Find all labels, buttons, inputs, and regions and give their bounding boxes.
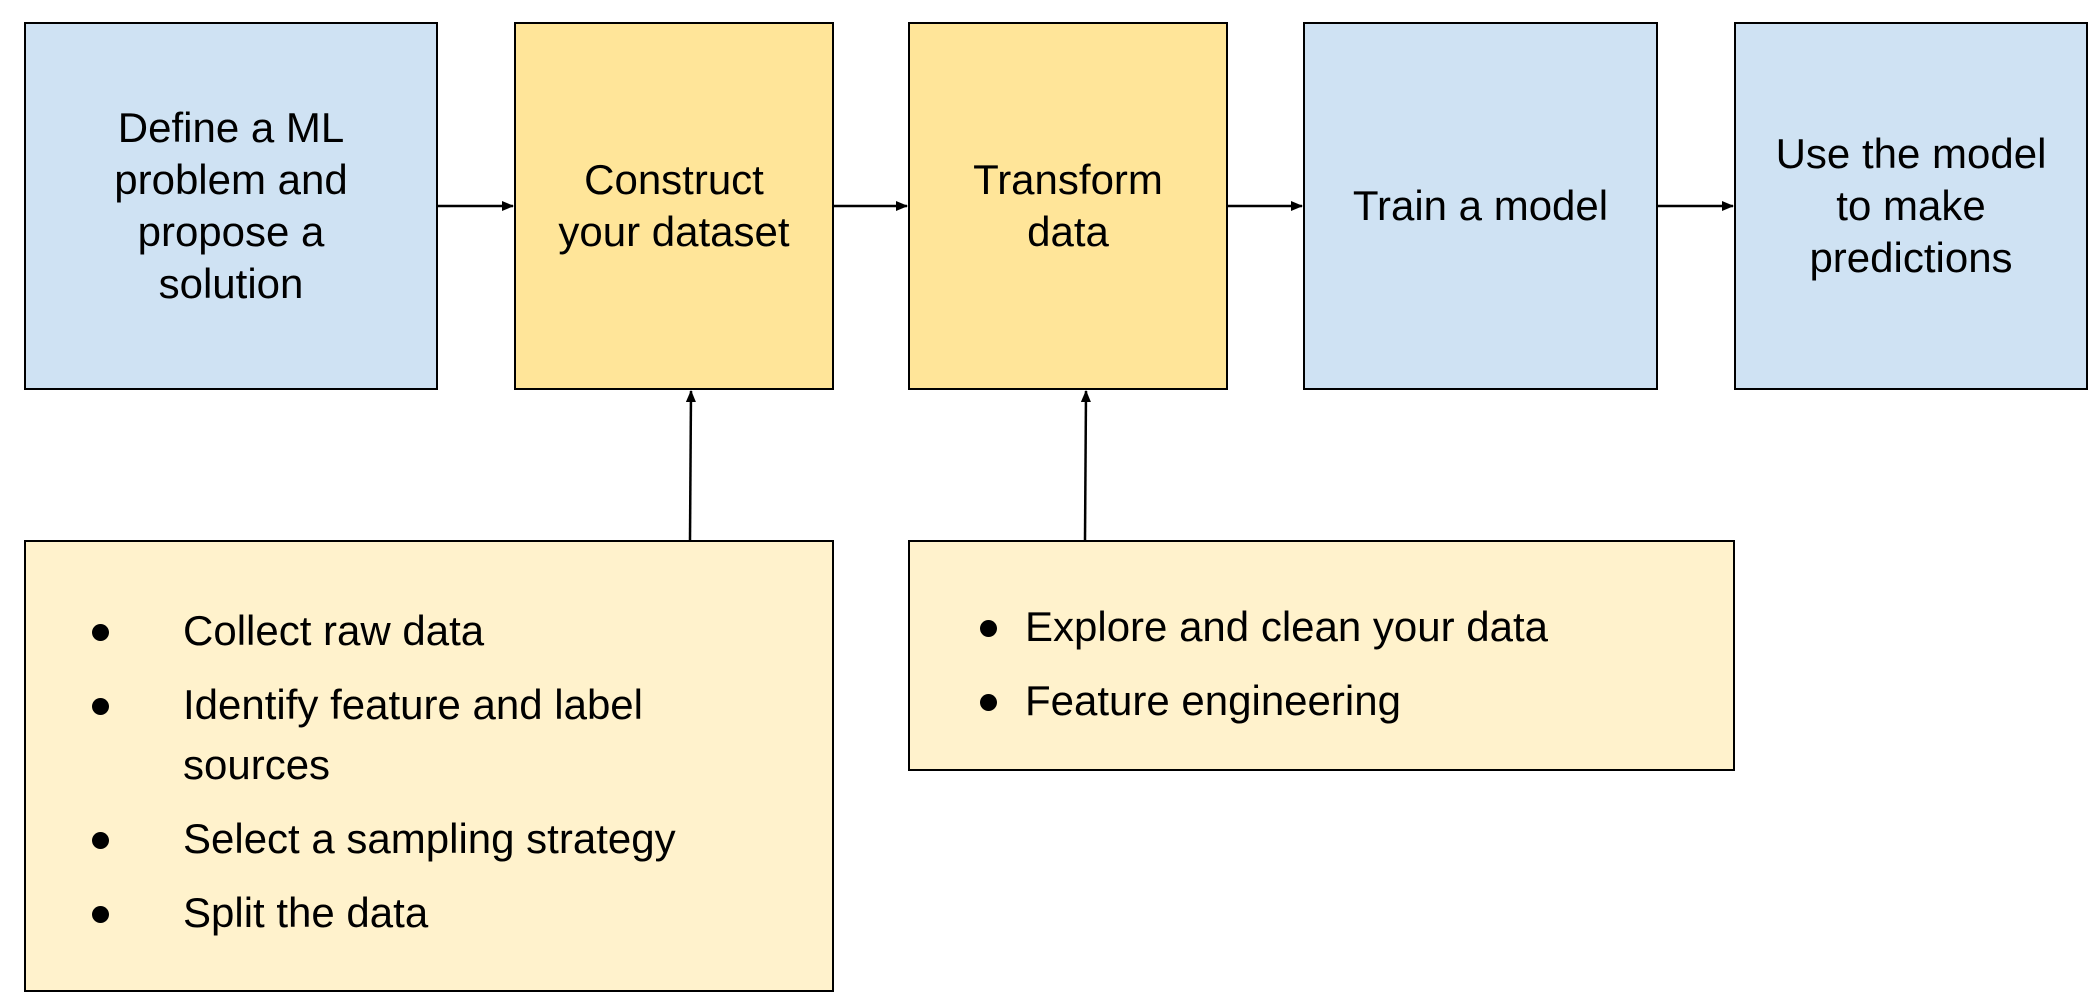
step-transform-data: Transform data: [908, 22, 1228, 390]
construct-dataset-task-list: Collect raw data Identify feature and la…: [26, 601, 832, 943]
step-use-model: Use the model to make predictions: [1734, 22, 2088, 390]
list-item: Select a sampling strategy: [26, 809, 832, 869]
list-item: Collect raw data: [26, 601, 832, 661]
list-item-text: Feature engineering: [1025, 677, 1401, 724]
list-item-text: Explore and clean your data: [1025, 603, 1549, 650]
step-construct-dataset: Construct your dataset: [514, 22, 834, 390]
step-define-problem: Define a ML problem and propose a soluti…: [24, 22, 438, 390]
list-item-text: Select a sampling strategy: [183, 815, 676, 862]
step-construct-dataset-label: Construct your dataset: [558, 156, 790, 255]
step-train-model: Train a model: [1303, 22, 1658, 390]
bullet-icon: [980, 620, 997, 637]
list-item: Explore and clean your data: [910, 597, 1733, 657]
transform-data-details: Explore and clean your data Feature engi…: [908, 540, 1735, 771]
step-use-model-label: Use the model to make predictions: [1775, 130, 2047, 281]
bullet-icon: [92, 624, 109, 641]
list-item-text: Split the data: [183, 889, 429, 936]
bullet-icon: [92, 698, 109, 715]
bullet-icon: [92, 906, 109, 923]
list-item: Identify feature and label sources: [26, 675, 743, 795]
list-item: Split the data: [26, 883, 832, 943]
step-define-problem-label: Define a ML problem and propose a soluti…: [114, 104, 348, 307]
arrow-details-to-transform: [1080, 390, 1091, 541]
list-item-text: Identify feature and label sources: [183, 681, 643, 788]
list-item-text: Collect raw data: [183, 607, 485, 654]
step-train-model-label: Train a model: [1352, 182, 1609, 229]
step-transform-data-label: Transform data: [973, 156, 1163, 255]
bullet-icon: [980, 694, 997, 711]
bullet-icon: [92, 832, 109, 849]
arrow-details-to-construct: [685, 390, 696, 541]
construct-dataset-details: Collect raw data Identify feature and la…: [24, 540, 834, 992]
transform-data-task-list: Explore and clean your data Feature engi…: [910, 597, 1733, 731]
list-item: Feature engineering: [910, 671, 1733, 731]
